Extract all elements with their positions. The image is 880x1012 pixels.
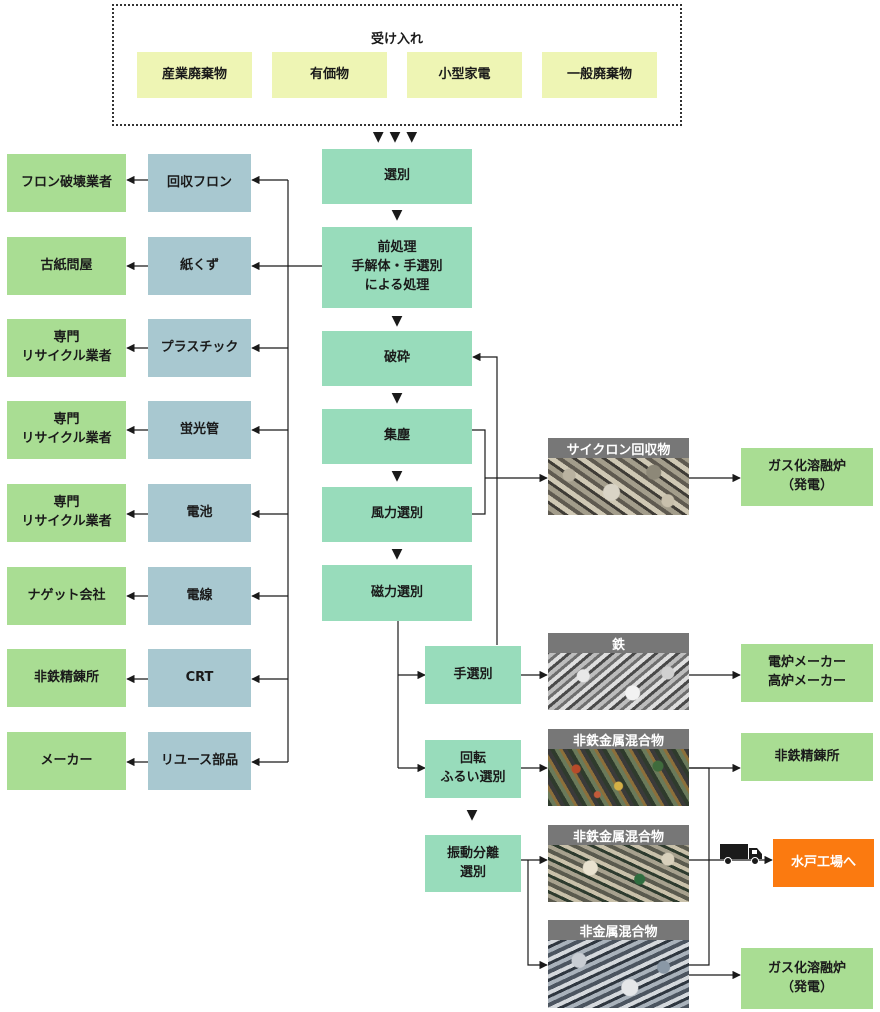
down-arrow-icon: ▼ — [391, 545, 403, 562]
destination-gas-furnace-1: ガス化溶融炉 （発電） — [741, 448, 873, 506]
process-sorting: 選別 — [322, 149, 472, 204]
process-dust-collection: 集塵 — [322, 409, 472, 464]
iron-photo — [548, 653, 689, 710]
destination-electric-furnace: 電炉メーカー 高炉メーカー — [741, 644, 873, 702]
destination-nonferrous-smelter: 非鉄精錬所 — [741, 733, 873, 781]
product-nonmetal: 非金属混合物 — [548, 920, 689, 1008]
process-rotary-sieve: 回転 ふるい選別 — [425, 740, 521, 798]
intake-area: 受け入れ — [112, 4, 682, 126]
truck-icon — [720, 844, 762, 865]
process-magnetic-sorting: 磁力選別 — [322, 565, 472, 621]
destination-gas-furnace-2: ガス化溶融炉 （発電） — [741, 948, 873, 1009]
down-arrow-icon: ▼ — [391, 467, 403, 484]
intake-down-arrows: ▼▼▼ — [358, 128, 438, 146]
down-arrow-icon: ▼ — [389, 128, 407, 145]
down-arrow-icon: ▼ — [406, 128, 424, 145]
process-vibration-separation: 振動分離 選別 — [425, 835, 521, 892]
product-title: 非鉄金属混合物 — [548, 825, 689, 845]
destination-mito-factory: 水戸工場へ — [773, 839, 874, 887]
recovered-plastic: プラスチック — [148, 319, 251, 377]
product-title: 非金属混合物 — [548, 920, 689, 940]
nonmetal-photo — [548, 940, 689, 1008]
intake-small-appliances: 小型家電 — [407, 52, 522, 98]
down-arrow-icon: ▼ — [372, 128, 390, 145]
destination-freon-destroyer: フロン破壊業者 — [7, 154, 126, 212]
process-wind-sorting: 風力選別 — [322, 487, 472, 542]
down-arrow-icon: ▼ — [466, 806, 478, 823]
product-nonferrous-1: 非鉄金属混合物 — [548, 729, 689, 806]
product-title: サイクロン回収物 — [548, 438, 689, 458]
recovered-battery: 電池 — [148, 484, 251, 542]
cyclone-photo — [548, 458, 689, 515]
product-nonferrous-2: 非鉄金属混合物 — [548, 825, 689, 902]
destination-nonferrous-smelter-left: 非鉄精錬所 — [7, 649, 126, 707]
product-iron: 鉄 — [548, 633, 689, 710]
nonferrous-photo — [548, 749, 689, 806]
product-title: 非鉄金属混合物 — [548, 729, 689, 749]
nonferrous-photo — [548, 845, 689, 902]
intake-general-waste: 一般廃棄物 — [542, 52, 657, 98]
process-crushing: 破砕 — [322, 331, 472, 386]
down-arrow-icon: ▼ — [391, 206, 403, 223]
destination-nugget-company: ナゲット会社 — [7, 567, 126, 625]
recovered-freon: 回収フロン — [148, 154, 251, 212]
recovered-wire: 電線 — [148, 567, 251, 625]
destination-recycler-2: 専門 リサイクル業者 — [7, 401, 126, 459]
intake-industrial-waste: 産業廃棄物 — [137, 52, 252, 98]
process-hand-sorting: 手選別 — [425, 646, 521, 704]
product-cyclone: サイクロン回収物 — [548, 438, 689, 515]
destination-recycler-1: 専門 リサイクル業者 — [7, 319, 126, 377]
destination-recycler-3: 専門 リサイクル業者 — [7, 484, 126, 542]
down-arrow-icon: ▼ — [391, 389, 403, 406]
recovered-paper: 紙くず — [148, 237, 251, 295]
recovered-crt: CRT — [148, 649, 251, 707]
intake-valuables: 有価物 — [272, 52, 387, 98]
destination-manufacturer: メーカー — [7, 732, 126, 790]
down-arrow-icon: ▼ — [391, 312, 403, 329]
intake-title: 受け入れ — [370, 32, 423, 47]
product-title: 鉄 — [548, 633, 689, 653]
process-pretreatment: 前処理 手解体・手選別 による処理 — [322, 227, 472, 308]
destination-paper-wholesaler: 古紙問屋 — [7, 237, 126, 295]
recovered-reuse-parts: リユース部品 — [148, 732, 251, 790]
recovered-fluorescent: 蛍光管 — [148, 401, 251, 459]
